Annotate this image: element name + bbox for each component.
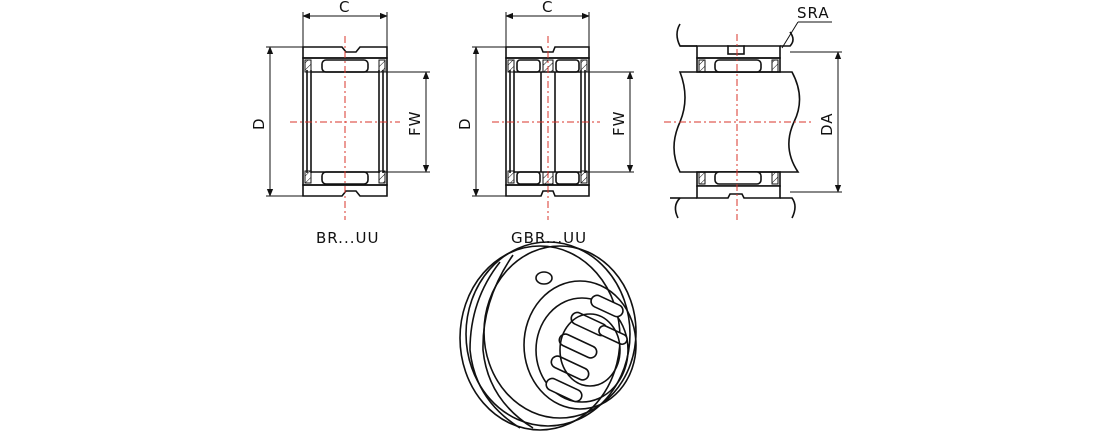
shaft — [673, 71, 801, 173]
br-dim-fw: FW — [406, 111, 424, 136]
gbr-dim-d: D — [456, 117, 474, 130]
roller-left-bottom — [516, 171, 541, 185]
roller-set — [545, 294, 628, 403]
gbr-dim-c: C — [542, 0, 553, 16]
roller-right-top — [555, 59, 580, 73]
bearing-3d-icon — [459, 241, 637, 431]
lube-hole — [535, 271, 553, 285]
br-dim-d: D — [250, 117, 268, 130]
gbr-dim-fw: FW — [610, 111, 628, 136]
gbr-caption: GBR...UU — [511, 229, 587, 247]
br-caption: BR...UU — [316, 229, 379, 247]
br-dim-c: C — [339, 0, 350, 16]
mount-dim-sra: SRA — [797, 4, 830, 22]
view-gbr-section: C D FW GBR...UU — [456, 0, 634, 247]
roller-left-top — [516, 59, 541, 73]
roller-right-bottom — [555, 171, 580, 185]
view-mounting: SRA DA — [664, 4, 842, 220]
mount-dim-da: DA — [818, 112, 836, 136]
view-br-section: C D FW BR...UU — [250, 0, 430, 247]
